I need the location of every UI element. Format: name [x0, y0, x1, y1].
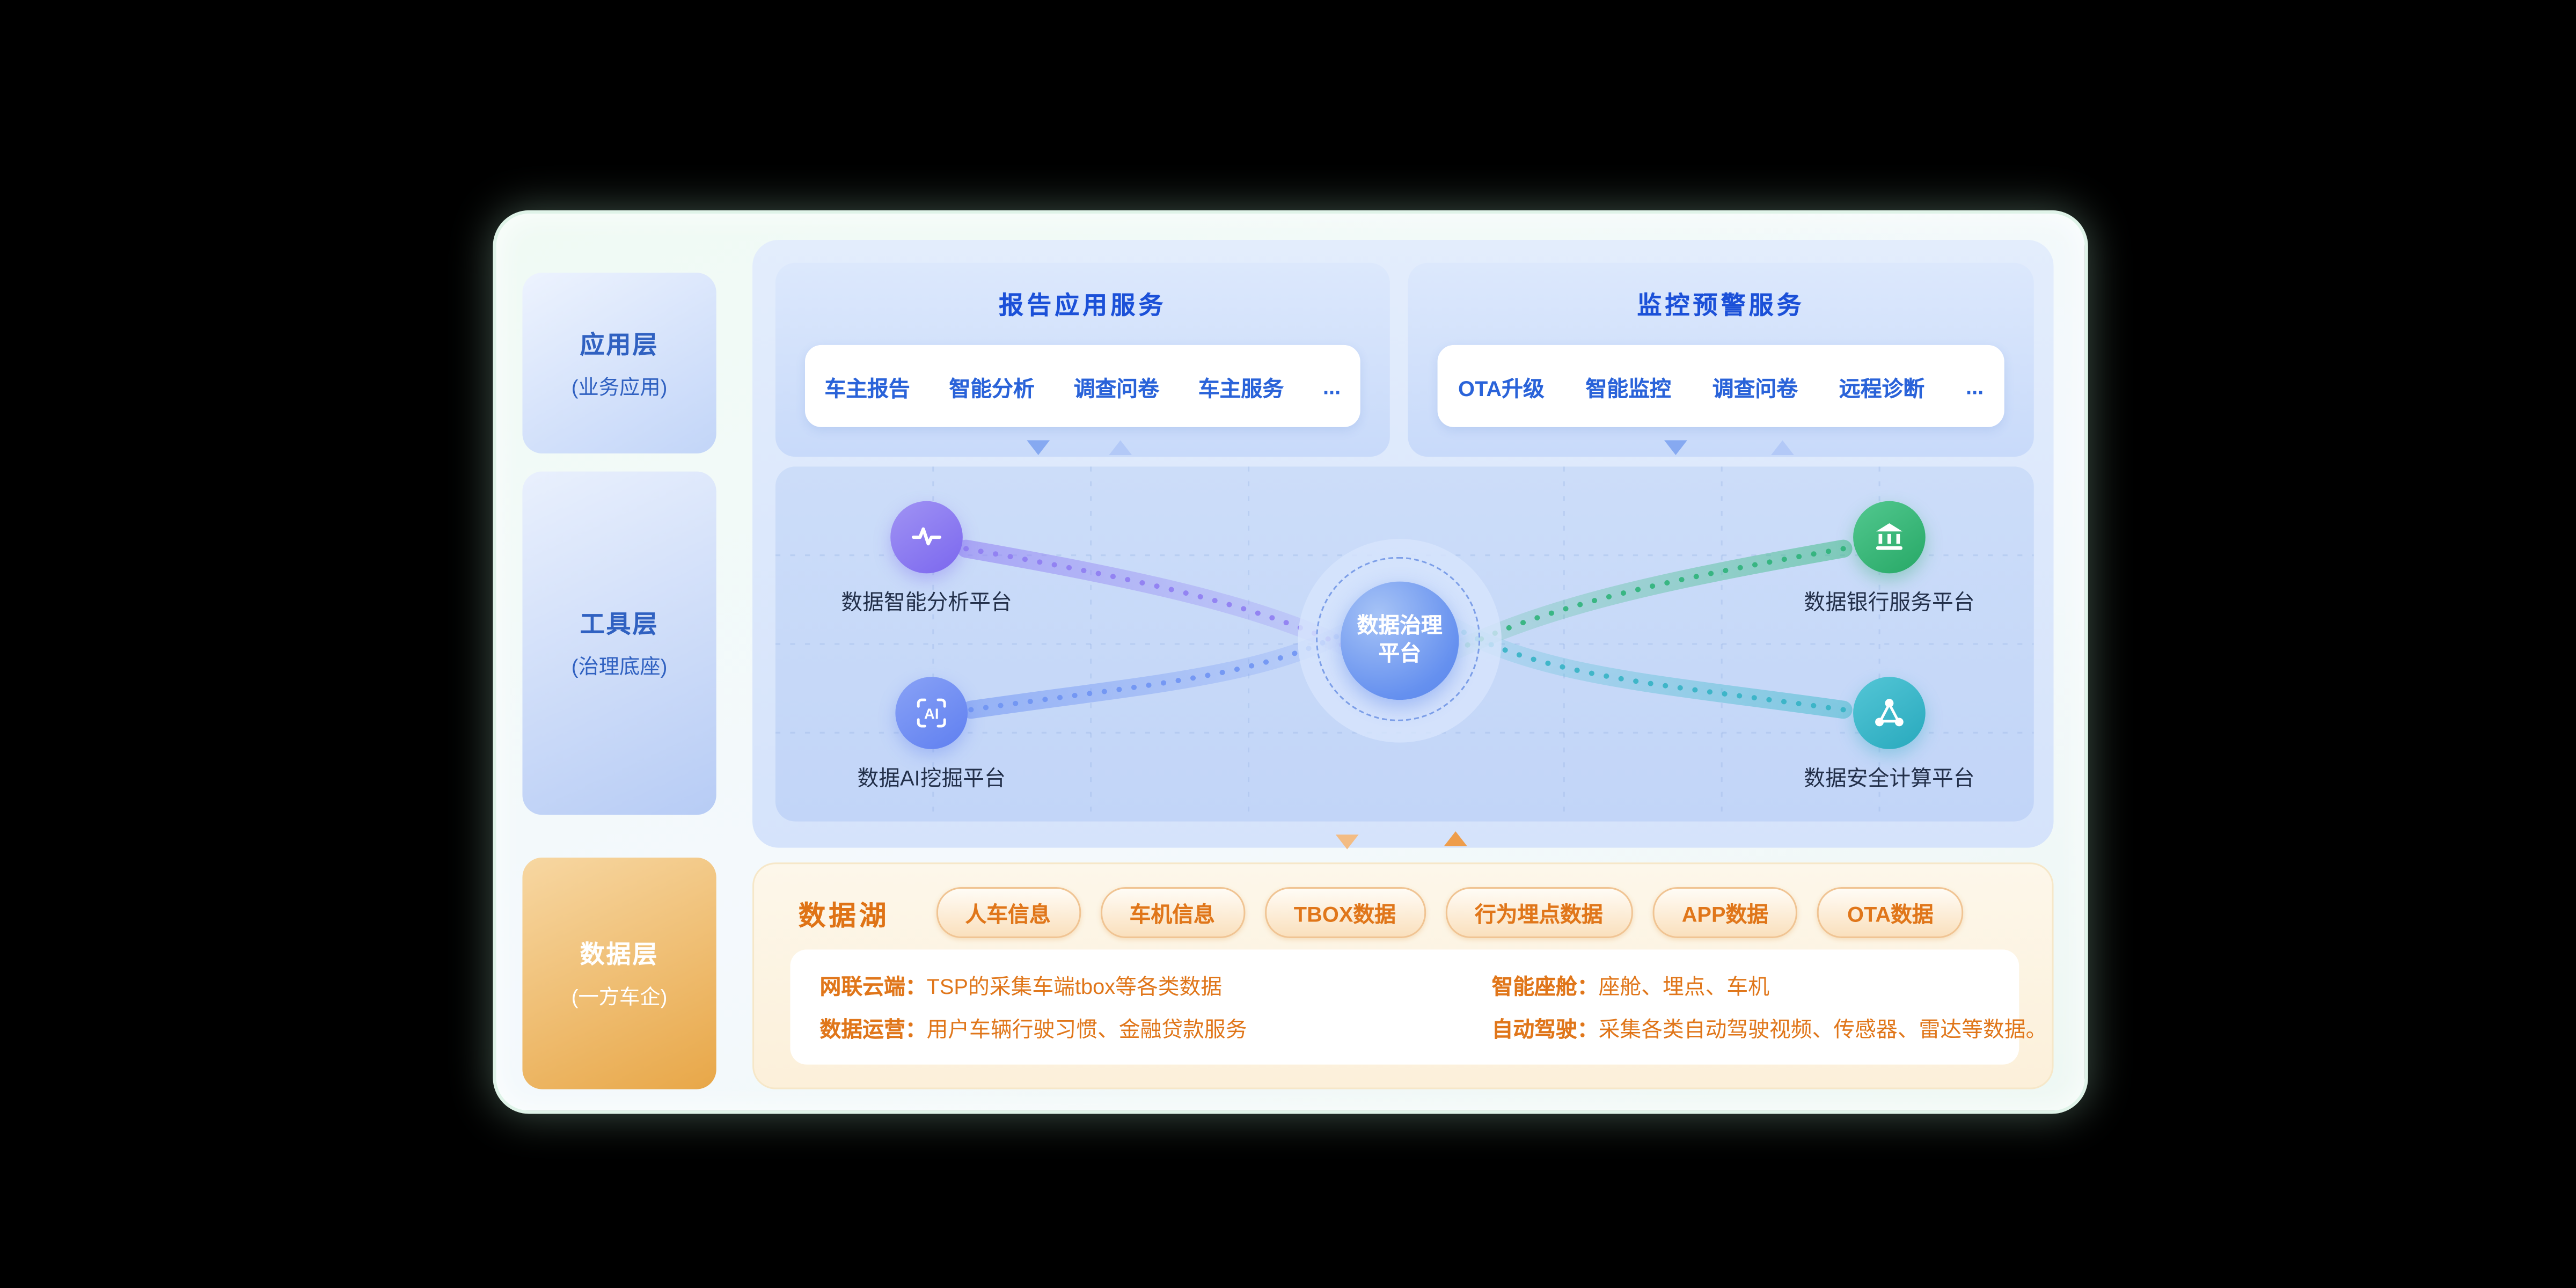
pulse-icon — [890, 501, 963, 574]
layer-app-subtitle: (业务应用) — [571, 375, 668, 399]
detail-line: 网联云端：TSP的采集车端tbox等各类数据 — [820, 966, 1247, 1009]
layer-data-box: 数据层 (一方车企) — [522, 857, 716, 1089]
data-lake-tag: APP数据 — [1652, 887, 1798, 938]
monitor-services-bar: OTA升级 智能监控 调查问卷 远程诊断 ... — [1437, 345, 2004, 427]
data-lake-tag: 行为埋点数据 — [1445, 887, 1633, 938]
report-services-title: 报告应用服务 — [999, 292, 1167, 320]
layer-tool-box: 工具层 (治理底座) — [522, 471, 716, 815]
service-item-more: ... — [1322, 374, 1341, 399]
layer-data-subtitle: (一方车企) — [571, 985, 668, 1009]
data-lake-detail-box: 网联云端：TSP的采集车端tbox等各类数据 数据运营：用户车辆行驶习惯、金融贷… — [790, 949, 2047, 1065]
detail-line: 智能座舱：座舱、埋点、车机 — [1492, 966, 2047, 1009]
bank-icon — [1853, 501, 1926, 574]
detail-label: 数据运营： — [819, 1016, 927, 1042]
center-label-line2: 平台 — [1378, 640, 1421, 665]
detail-column-left: 网联云端：TSP的采集车端tbox等各类数据 数据运营：用户车辆行驶习惯、金融贷… — [820, 966, 1247, 1051]
service-item: 远程诊断 — [1839, 375, 1925, 400]
service-item: 智能分析 — [949, 375, 1035, 400]
data-lake-header: 数据湖 人车信息 车机信息 TBOX数据 行为埋点数据 APP数据 OTA数据 — [754, 864, 2052, 938]
layer-data-title: 数据层 — [580, 941, 659, 970]
service-item: 车主服务 — [1198, 375, 1284, 400]
arrow-up-icon — [1444, 831, 1467, 846]
share-nodes-icon — [1853, 677, 1926, 749]
report-services-bar: 车主报告 智能分析 调查问卷 车主服务 ... — [805, 345, 1360, 427]
layer-tool-title: 工具层 — [580, 611, 659, 639]
node-label-data-bank: 数据银行服务平台 — [1804, 589, 1975, 614]
arrow-down-icon — [1335, 835, 1359, 850]
detail-line: 自动驾驶：采集各类自动驾驶视频、传感器、雷达等数据。 — [1492, 1009, 2047, 1052]
detail-label: 自动驾驶： — [1491, 1016, 1599, 1042]
ai-icon-text: AI — [924, 705, 939, 722]
node-label-secure-computing: 数据安全计算平台 — [1804, 765, 1975, 791]
data-lake-tag: 人车信息 — [935, 887, 1080, 938]
data-governance-platform: 数据治理 平台 — [1340, 581, 1459, 700]
detail-column-right: 智能座舱：座舱、埋点、车机 自动驾驶：采集各类自动驾驶视频、传感器、雷达等数据。 — [1492, 966, 2047, 1051]
detail-text: 座舱、埋点、车机 — [1598, 974, 1770, 999]
main-frame: 应用层 (业务应用) 工具层 (治理底座) 数据层 (一方车企) 报告应用服务 … — [493, 210, 2088, 1114]
arrow-down-icon — [1027, 440, 1050, 455]
monitor-services-panel: 监控预警服务 OTA升级 智能监控 调查问卷 远程诊断 ... — [1408, 262, 2034, 457]
ai-icon: AI — [895, 677, 968, 749]
service-item: 智能监控 — [1585, 375, 1671, 400]
service-item-more: ... — [1966, 374, 1984, 399]
report-services-panel: 报告应用服务 车主报告 智能分析 调查问卷 车主服务 ... — [775, 262, 1390, 457]
layer-app-title: 应用层 — [580, 331, 659, 359]
detail-label: 智能座舱： — [1491, 974, 1599, 999]
detail-label: 网联云端： — [819, 974, 927, 999]
arrow-down-icon — [1664, 440, 1687, 455]
data-lake-tag: TBOX数据 — [1264, 887, 1426, 938]
node-label-smart-analysis: 数据智能分析平台 — [841, 589, 1012, 614]
arrow-up-icon — [1771, 440, 1794, 455]
node-label-ai-mining: 数据AI挖掘平台 — [857, 765, 1006, 791]
center-label-line1: 数据治理 — [1357, 613, 1443, 638]
layer-tool-subtitle: (治理底座) — [571, 655, 668, 679]
data-lake-panel: 数据湖 人车信息 车机信息 TBOX数据 行为埋点数据 APP数据 OTA数据 … — [752, 862, 2054, 1089]
data-lake-tag: OTA数据 — [1817, 887, 1963, 938]
services-area: 报告应用服务 车主报告 智能分析 调查问卷 车主服务 ... 监控预警服务 OT… — [752, 239, 2054, 848]
detail-text: TSP的采集车端tbox等各类数据 — [926, 974, 1223, 999]
detail-line: 数据运营：用户车辆行驶习惯、金融贷款服务 — [820, 1009, 1247, 1052]
service-item: OTA升级 — [1458, 375, 1545, 400]
monitor-services-title: 监控预警服务 — [1637, 292, 1805, 320]
service-item: 调查问卷 — [1073, 375, 1159, 400]
center-dashed-ring — [1316, 557, 1481, 721]
service-item: 车主报告 — [824, 375, 910, 400]
detail-text: 用户车辆行驶习惯、金融贷款服务 — [926, 1016, 1247, 1042]
layer-app-box: 应用层 (业务应用) — [522, 273, 716, 453]
service-item: 调查问卷 — [1712, 375, 1798, 400]
arrow-up-icon — [1109, 440, 1132, 455]
detail-text: 采集各类自动驾驶视频、传感器、雷达等数据。 — [1598, 1016, 2047, 1042]
platform-panel: 数据治理 平台 数据智能分析平台 AI 数据AI挖掘平 — [775, 466, 2034, 822]
data-lake-title: 数据湖 — [798, 901, 890, 931]
data-lake-tag: 车机信息 — [1100, 887, 1245, 938]
